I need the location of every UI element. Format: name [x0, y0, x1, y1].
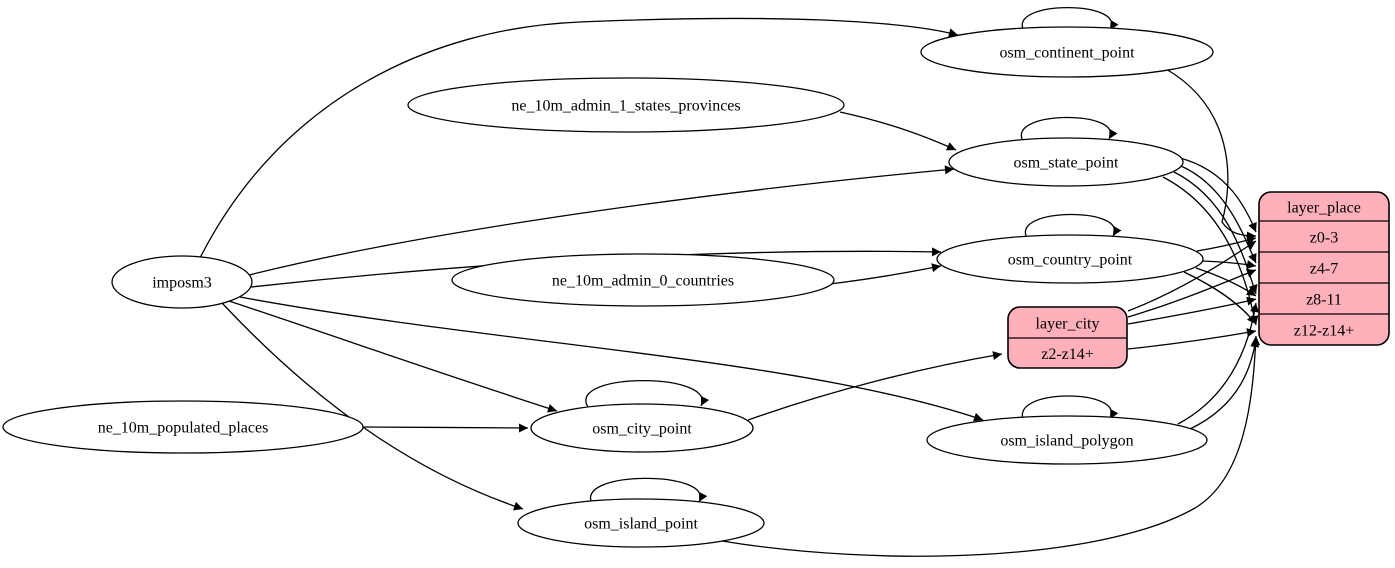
edge-osm_island_polygon-layer_place-z8-11 [1177, 302, 1259, 425]
osm_island_point-label: osm_island_point [584, 516, 698, 533]
edge-osm_continent_point-osm_continent_point-self-loop [1021, 6, 1119, 32]
osm_state_point-label: osm_state_point [1014, 155, 1119, 172]
ne_10m_populated_places-shape [2, 400, 364, 454]
edge-osm_state_point-layer_place-z8-11 [1173, 171, 1258, 295]
edge-osm_island_polygon-osm_island_polygon-self-loop [1021, 395, 1119, 422]
edge-osm_state_point-layer_place-z4-7 [1180, 165, 1257, 264]
edge-osm_state_point-layer_place-z0-3 [1179, 157, 1257, 233]
edge-ne_10m_admin_1_states_provinces-osm_state_point [839, 111, 957, 151]
layer_place-row-z0-3: z0-3 [1310, 230, 1338, 247]
edge-osm_island_point-layer_place-z12-z14+ [721, 335, 1261, 557]
ne_10m_admin_1_states_provinces-shape [407, 77, 845, 133]
osm_country_point-label: osm_country_point [1008, 252, 1133, 269]
edge-osm_city_point-osm_city_point-self-loop [585, 379, 710, 408]
osm_continent_point-label: osm_continent_point [999, 45, 1135, 62]
ne_10m_admin_0_countries-shape [451, 253, 835, 307]
osm_continent_point-shape [920, 26, 1214, 78]
node-ne_10m_admin_1_states_provinces: ne_10m_admin_1_states_provinces [407, 77, 845, 133]
edge-osm_island_point-osm_island_point-self-loop [589, 477, 708, 506]
node-osm_country_point: osm_country_point [936, 234, 1204, 284]
osm_island_point-shape [517, 498, 765, 548]
layer_place-row-z8-11: z8-11 [1306, 292, 1342, 309]
edge-imposm3-osm_island_point [221, 302, 524, 511]
osm_city_point-label: osm_city_point [592, 421, 692, 438]
edge-imposm3-osm_state_point [248, 165, 955, 276]
osm_island_polygon-shape [926, 415, 1208, 465]
edge-imposm3-osm_island_polygon [239, 296, 984, 422]
edge-osm_country_point-layer_place-z8-11 [1195, 267, 1257, 297]
node-osm_island_polygon: osm_island_polygon [926, 415, 1208, 465]
node-osm_island_point: osm_island_point [517, 498, 765, 548]
ne_10m_admin_0_countries-label: ne_10m_admin_0_countries [552, 273, 734, 290]
edge-osm_country_point-layer_place-z4-7 [1201, 260, 1257, 269]
edge-osm_island_polygon-layer_place-z12-z14+ [1189, 337, 1260, 430]
layer_place-title: layer_place [1287, 200, 1361, 217]
edge-ne_10m_admin_0_countries-osm_country_point [829, 263, 942, 285]
node-layer_place: layer_place z0-3 z4-7 z8-11 z12-z14+ [1258, 191, 1390, 346]
node-layer_city: layer_city z2-z14+ [1007, 306, 1128, 369]
edge-layer_city-layer_place-z8-11 [1127, 296, 1257, 325]
ne_10m_admin_1_states_provinces-label: ne_10m_admin_1_states_provinces [511, 98, 740, 115]
layer_city-title: layer_city [1036, 316, 1100, 333]
edge-osm_country_point-osm_country_point-self-loop [1024, 213, 1122, 239]
node-osm_continent_point: osm_continent_point [920, 26, 1214, 78]
layer_city-row-z2-z14+: z2-z14+ [1041, 346, 1094, 363]
layer_place-shape [1258, 191, 1390, 346]
imposm3-label: imposm3 [152, 275, 212, 292]
edge-layer_city-layer_place-z4-7 [1127, 268, 1257, 318]
node-ne_10m_populated_places: ne_10m_populated_places [2, 400, 364, 454]
osm_country_point-shape [936, 234, 1204, 284]
edge-imposm3-osm_city_point [228, 300, 558, 413]
edge-imposm3-osm_continent_point [199, 17, 959, 259]
edge-osm_continent_point-layer_place-z0-3 [1165, 68, 1257, 241]
osm_island_polygon-label: osm_island_polygon [1000, 433, 1133, 450]
edge-ne_10m_populated_places-osm_city_point [362, 423, 529, 433]
edge-layer_city-layer_place-z12-z14+ [1127, 328, 1257, 350]
osm_city_point-shape [530, 403, 754, 453]
node-osm_state_point: osm_state_point [948, 137, 1184, 187]
node-ne_10m_admin_0_countries: ne_10m_admin_0_countries [451, 253, 835, 307]
layer_place-row-z4-7: z4-7 [1310, 261, 1338, 278]
imposm3-shape [111, 255, 253, 309]
node-osm_city_point: osm_city_point [530, 403, 754, 453]
osm_state_point-shape [948, 137, 1184, 187]
layer_place-row-z12-z14+: z12-z14+ [1294, 323, 1355, 340]
edge-osm_state_point-osm_state_point-self-loop [1020, 116, 1118, 142]
edge-layer_city-layer_place-z0-3 [1127, 240, 1257, 312]
ne_10m_populated_places-label: ne_10m_populated_places [98, 420, 269, 437]
node-imposm3: imposm3 [111, 255, 253, 309]
edge-osm_country_point-layer_place-z0-3 [1196, 235, 1257, 252]
edge-osm_city_point-layer_city-z2-z14+ [747, 351, 1003, 421]
